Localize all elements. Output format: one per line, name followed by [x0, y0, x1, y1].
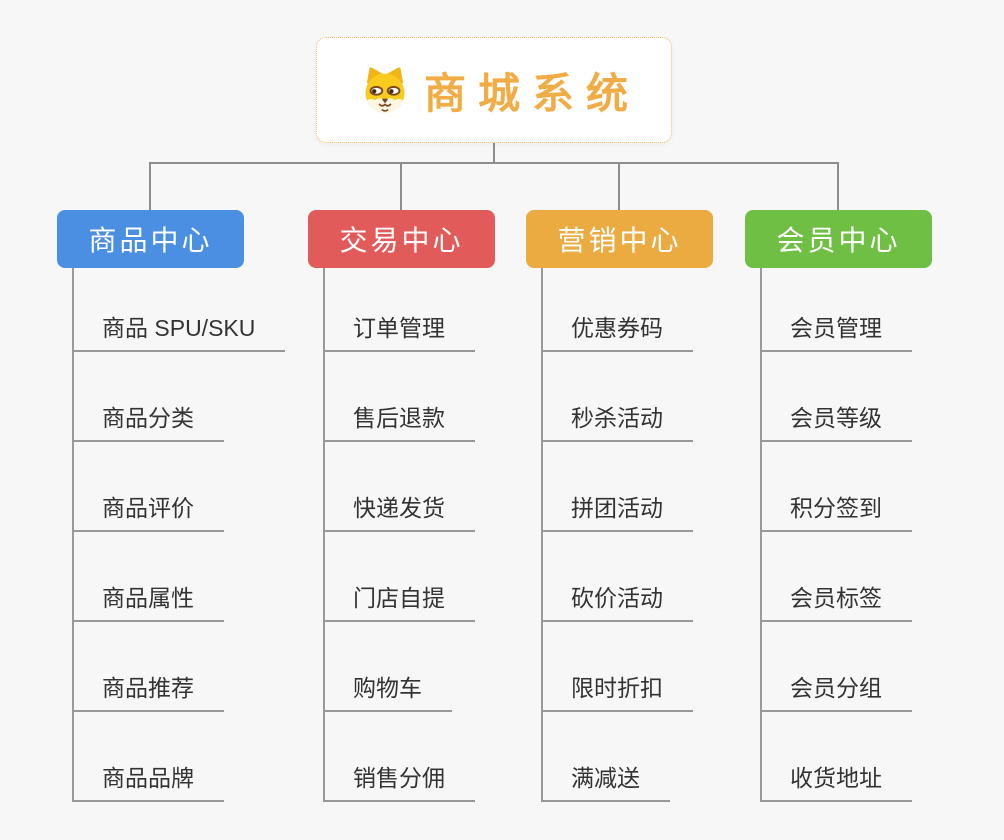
leaf-label[interactable]: 满减送 — [541, 763, 670, 802]
leaf-label[interactable]: 会员分组 — [760, 673, 912, 712]
connector-drop-4 — [837, 162, 839, 210]
root-title: 商城系统 — [423, 69, 640, 117]
branch-node-products[interactable]: 商品中心 — [57, 210, 244, 268]
connector-drop-3 — [618, 162, 620, 210]
leaf-label[interactable]: 售后退款 — [323, 403, 475, 442]
branch-node-trade[interactable]: 交易中心 — [308, 210, 495, 268]
leaf-list: 订单管理 售后退款 快递发货 门店自提 购物车 销售分佣 — [323, 268, 475, 802]
leaf-list: 优惠券码 秒杀活动 拼团活动 砍价活动 限时折扣 满减送 — [541, 268, 693, 802]
branch-node-marketing[interactable]: 营销中心 — [526, 210, 713, 268]
connector-root-stub — [493, 143, 495, 163]
branch-column-products: 商品中心 商品 SPU/SKU 商品分类 商品评价 商品属性 商品推荐 商品品牌 — [57, 210, 286, 802]
leaf-label[interactable]: 商品分类 — [72, 403, 224, 442]
dog-face-icon — [360, 65, 410, 115]
branch-node-members[interactable]: 会员中心 — [745, 210, 932, 268]
branch-column-members: 会员中心 会员管理 会员等级 积分签到 会员标签 会员分组 收货地址 — [745, 210, 932, 802]
leaf-label[interactable]: 砍价活动 — [541, 583, 693, 622]
leaf-label[interactable]: 会员标签 — [760, 583, 912, 622]
leaf-list: 会员管理 会员等级 积分签到 会员标签 会员分组 收货地址 — [760, 268, 912, 802]
leaf-label[interactable]: 购物车 — [323, 673, 452, 712]
leaf-label[interactable]: 商品评价 — [72, 493, 224, 532]
connector-drop-2 — [400, 162, 402, 210]
leaf-label[interactable]: 会员等级 — [760, 403, 912, 442]
leaf-label[interactable]: 商品 SPU/SKU — [72, 313, 286, 352]
root-node[interactable]: 商城系统 — [316, 37, 672, 143]
leaf-label[interactable]: 快递发货 — [323, 493, 475, 532]
leaf-label[interactable]: 商品品牌 — [72, 763, 224, 802]
leaf-label[interactable]: 会员管理 — [760, 313, 912, 352]
connector-drop-1 — [149, 162, 151, 210]
leaf-label[interactable]: 订单管理 — [323, 313, 475, 352]
leaf-label[interactable]: 秒杀活动 — [541, 403, 693, 442]
leaf-label[interactable]: 商品属性 — [72, 583, 224, 622]
leaf-label[interactable]: 限时折扣 — [541, 673, 693, 712]
branch-column-marketing: 营销中心 优惠券码 秒杀活动 拼团活动 砍价活动 限时折扣 满减送 — [526, 210, 713, 802]
leaf-list: 商品 SPU/SKU 商品分类 商品评价 商品属性 商品推荐 商品品牌 — [72, 268, 286, 802]
branch-column-trade: 交易中心 订单管理 售后退款 快递发货 门店自提 购物车 销售分佣 — [308, 210, 495, 802]
leaf-label[interactable]: 商品推荐 — [72, 673, 224, 712]
leaf-label[interactable]: 拼团活动 — [541, 493, 693, 532]
leaf-label[interactable]: 门店自提 — [323, 583, 475, 622]
connector-bus — [150, 162, 838, 164]
leaf-label[interactable]: 销售分佣 — [323, 763, 475, 802]
leaf-label[interactable]: 收货地址 — [760, 763, 912, 802]
leaf-label[interactable]: 积分签到 — [760, 493, 912, 532]
leaf-label[interactable]: 优惠券码 — [541, 313, 693, 352]
